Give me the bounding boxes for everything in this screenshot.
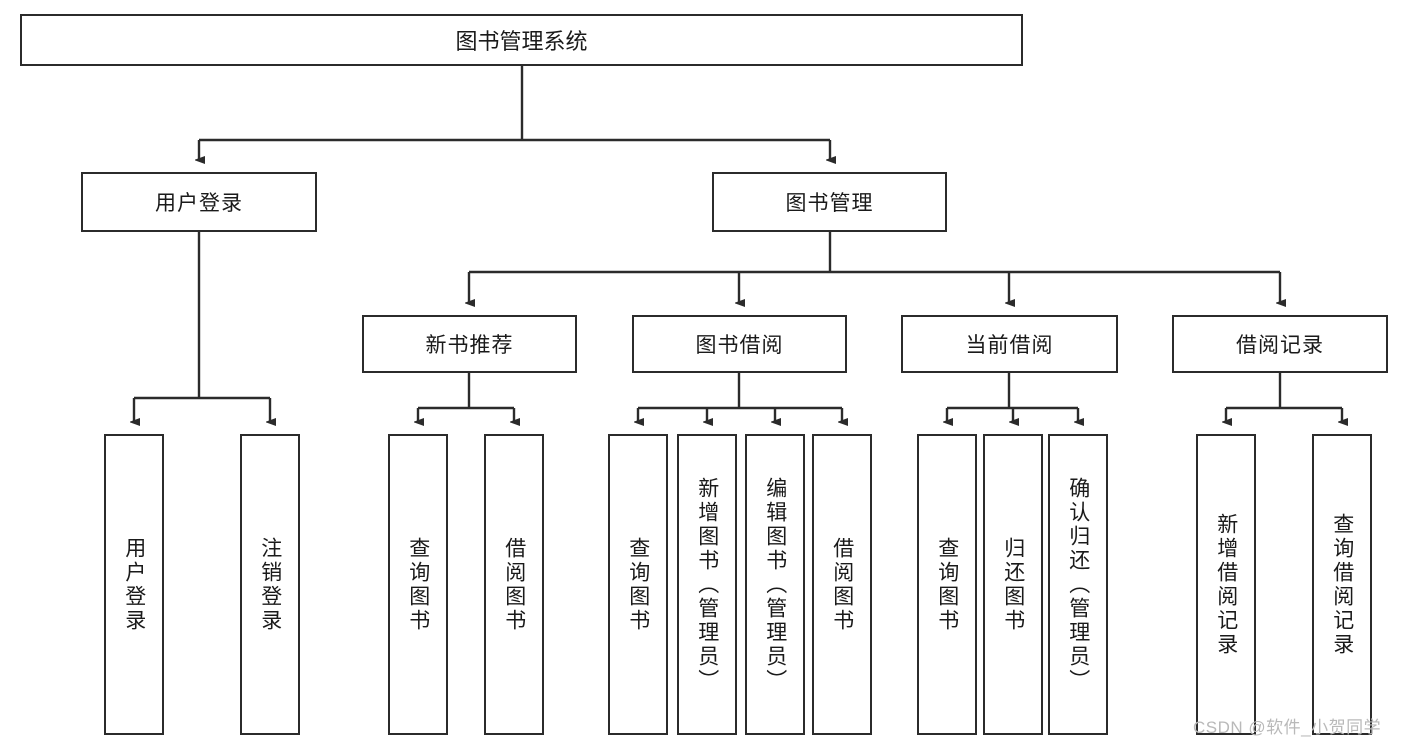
leaf-add-borrow-record[interactable]: 新增借阅记录	[1196, 434, 1256, 735]
node-borrow-record[interactable]: 借阅记录	[1172, 315, 1388, 373]
leaf-borrow-book-recommend[interactable]: 借阅图书	[484, 434, 544, 735]
leaf-add-book-admin[interactable]: 新增图书（管理员）	[677, 434, 737, 735]
node-new-book-recommend-label: 新书推荐	[425, 334, 514, 357]
node-current-borrow-label: 当前借阅	[965, 334, 1054, 357]
leaf-edit-book-admin-label: 编辑图书（管理员）	[763, 476, 787, 693]
leaf-query-book-borrow[interactable]: 查询图书	[608, 434, 668, 735]
node-user-login-label: 用户登录	[155, 192, 243, 215]
leaf-query-book-recommend[interactable]: 查询图书	[388, 434, 448, 735]
leaf-return-book[interactable]: 归还图书	[983, 434, 1043, 735]
node-book-borrow[interactable]: 图书借阅	[632, 315, 847, 373]
node-user-login[interactable]: 用户登录	[81, 172, 317, 232]
node-book-management[interactable]: 图书管理	[712, 172, 947, 232]
leaf-user-login[interactable]: 用户登录	[104, 434, 164, 735]
leaf-borrow-book[interactable]: 借阅图书	[812, 434, 872, 735]
node-book-management-label: 图书管理	[785, 192, 874, 215]
leaf-logout[interactable]: 注销登录	[240, 434, 300, 735]
csdn-watermark: CSDN @软件_小贺同学	[1193, 718, 1382, 737]
leaf-query-book-recommend-label: 查询图书	[406, 536, 430, 633]
leaf-confirm-return-admin[interactable]: 确认归还（管理员）	[1048, 434, 1108, 735]
leaf-borrow-book-recommend-label: 借阅图书	[502, 536, 526, 633]
leaf-borrow-book-label: 借阅图书	[830, 536, 854, 633]
node-root-label: 图书管理系统	[455, 29, 588, 54]
leaf-query-borrow-record[interactable]: 查询借阅记录	[1312, 434, 1372, 735]
node-borrow-record-label: 借阅记录	[1236, 334, 1324, 357]
leaf-confirm-return-admin-label: 确认归还（管理员）	[1066, 476, 1090, 693]
node-book-borrow-label: 图书借阅	[695, 334, 784, 357]
leaf-query-borrow-record-label: 查询借阅记录	[1330, 512, 1354, 657]
node-current-borrow[interactable]: 当前借阅	[901, 315, 1118, 373]
leaf-add-book-admin-label: 新增图书（管理员）	[695, 476, 719, 693]
leaf-return-book-label: 归还图书	[1001, 536, 1025, 633]
leaf-query-book-current-label: 查询图书	[935, 536, 959, 633]
leaf-logout-label: 注销登录	[258, 536, 282, 633]
leaf-query-book-current[interactable]: 查询图书	[917, 434, 977, 735]
node-root[interactable]: 图书管理系统	[20, 14, 1023, 66]
leaf-edit-book-admin[interactable]: 编辑图书（管理员）	[745, 434, 805, 735]
node-new-book-recommend[interactable]: 新书推荐	[362, 315, 577, 373]
leaf-user-login-label: 用户登录	[122, 536, 146, 633]
leaf-query-book-borrow-label: 查询图书	[626, 536, 650, 633]
leaf-add-borrow-record-label: 新增借阅记录	[1214, 512, 1238, 657]
